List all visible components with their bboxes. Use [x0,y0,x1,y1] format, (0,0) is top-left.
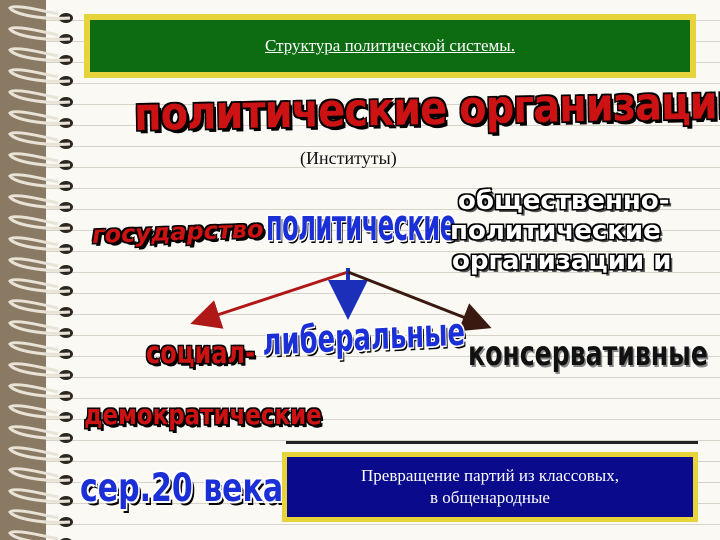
binding-ring [8,278,71,293]
binding-ring [8,467,71,482]
binding-ring [8,509,71,524]
binding-ring [8,89,71,104]
spiral-binding [8,5,73,540]
period-mid-20th-century: сер.20 века. [80,466,295,512]
binding-ring [8,425,71,440]
binding-ring [8,68,71,83]
binding-ring [8,152,71,167]
binding-ring [8,341,71,356]
binding-ring [8,215,71,230]
binding-ring [8,26,71,41]
note-frame: Превращение партий из классовых, в общен… [282,452,698,522]
binding-ring [8,236,71,251]
category-public-political-line-2: политические [450,216,661,246]
category-public-political-line-1: общественно- [458,186,670,216]
party-social-prefix: социал- [146,336,256,371]
note-line-2: в общенародные [430,488,550,507]
binding-ring [8,194,71,209]
subtitle-institutions: (Институты) [300,148,397,168]
category-political: политические [266,200,456,251]
note-line-1: Превращение партий из классовых, [361,466,619,485]
binding-ring [8,383,71,398]
binding-ring [8,299,71,314]
lined-paper-background [46,0,720,540]
binding-ring [8,173,71,188]
binding-ring [8,446,71,461]
note-panel: Превращение партий из классовых, в общен… [287,457,693,517]
party-democratic: демократические [84,398,322,431]
title-frame: Структура политической системы. [84,14,696,78]
binding-ring [8,362,71,377]
binding-ring [8,110,71,125]
category-public-political-line-3: организации и [452,246,672,276]
title-panel: Структура политической системы. [90,20,690,72]
divider-line [286,441,698,444]
binding-ring [8,131,71,146]
party-conservative: консервативные [468,334,708,374]
binding-ring [8,488,71,503]
slide-title[interactable]: Структура политической системы. [265,36,515,55]
arrow-to-social-democratic [190,270,349,329]
binding-ring [8,47,71,62]
binding-ring [8,530,59,540]
binding-ring [8,320,71,335]
arrow-to-conservative [347,270,492,332]
binding-ring [8,257,71,272]
binding-ring [8,404,71,419]
binding-ring [8,5,71,20]
